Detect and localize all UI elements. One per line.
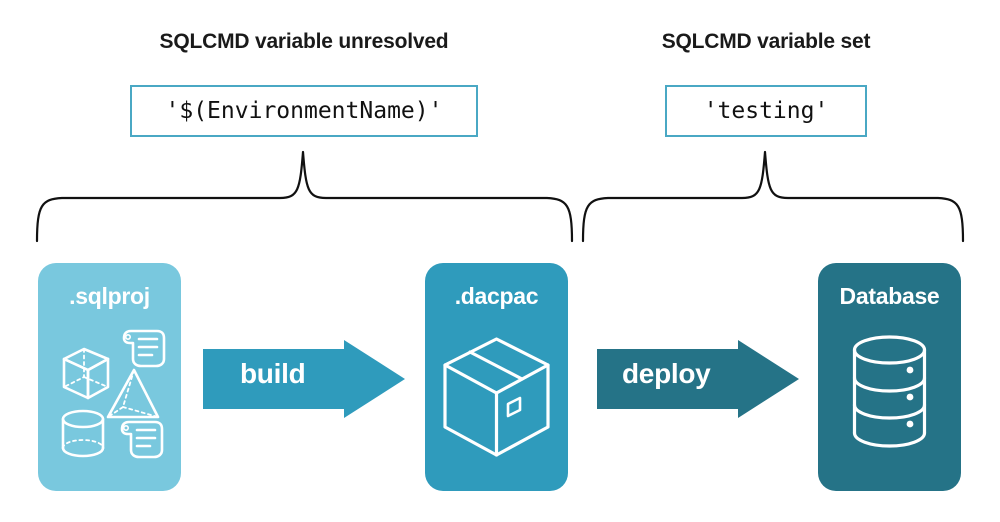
pyramid-icon	[106, 368, 160, 419]
annotation-value-box-build: '$(EnvironmentName)'	[130, 85, 478, 137]
arrow-build-icon	[203, 340, 405, 418]
script-icon-bottom	[120, 420, 164, 459]
annotation-heading-deploy: SQLCMD variable set	[661, 30, 871, 53]
node-label-dacpac: .dacpac	[454, 283, 539, 309]
db-indicator-dot-2	[906, 393, 914, 401]
database-cylinder-icon	[852, 335, 927, 448]
script-icon-top	[122, 329, 166, 368]
db-indicator-dot-3	[906, 420, 914, 428]
package-box-icon	[443, 337, 550, 457]
node-card-sqlproj[interactable]: .sqlproj	[38, 263, 181, 491]
cube-icon	[62, 347, 110, 400]
sql-project-objects-icon	[61, 329, 166, 459]
node-card-dacpac[interactable]: .dacpac	[425, 263, 568, 491]
annotation-value-box-deploy: 'testing'	[665, 85, 867, 137]
arrow-label-deploy: deploy	[622, 358, 711, 389]
annotation-value-text-build: '$(EnvironmentName)'	[165, 98, 443, 124]
annotation-value-text-deploy: 'testing'	[703, 98, 829, 124]
cylinder-icon	[61, 409, 105, 458]
arrow-label-build: build	[240, 358, 306, 389]
arrow-deploy-icon	[597, 340, 799, 418]
db-indicator-dot-1	[906, 366, 914, 374]
node-card-database[interactable]: Database	[818, 263, 961, 491]
brace-deploy-icon	[581, 150, 965, 243]
brace-build-icon	[35, 150, 574, 243]
node-label-sqlproj: .sqlproj	[69, 283, 150, 309]
node-label-database: Database	[839, 283, 940, 309]
annotation-heading-build: SQLCMD variable unresolved	[159, 30, 449, 53]
